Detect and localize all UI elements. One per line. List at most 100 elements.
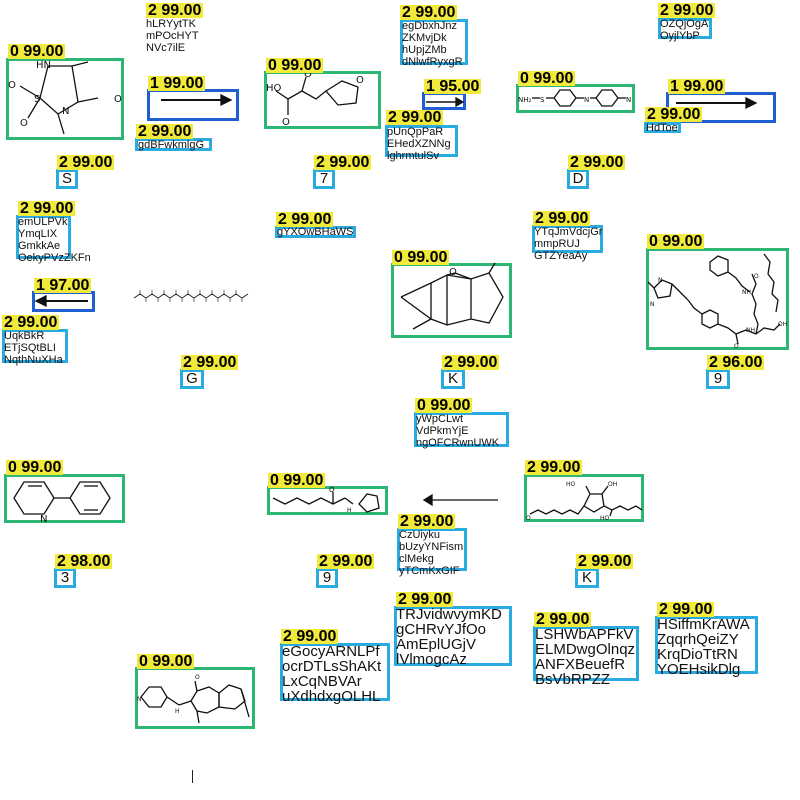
left-arrow-icon	[34, 294, 88, 308]
text-box[interactable]	[2, 329, 68, 363]
text-box[interactable]	[397, 528, 467, 571]
left-arrow-icon	[422, 493, 498, 507]
svg-text:O: O	[114, 94, 122, 105]
text-block: yWpCLwt VdPkmYjE ngOFCRwnUWK	[416, 413, 500, 449]
score-badge: 0 99.00	[8, 43, 66, 60]
text-box[interactable]	[655, 616, 758, 674]
score-badge: 1 99.00	[668, 78, 726, 95]
score-badge: 2 96.00	[707, 354, 765, 371]
molecule-structure-sulfonamide: HN O S O N O	[8, 60, 122, 135]
label-box[interactable]	[316, 568, 338, 588]
text-box[interactable]	[16, 215, 71, 259]
molecule-box-furan-acid[interactable]	[264, 71, 381, 129]
text-box[interactable]	[135, 138, 212, 151]
score-badge: 2 99.00	[136, 123, 194, 140]
score-badge: 2 99.00	[442, 354, 500, 371]
molecule-structure-prostaglandin: HO OH HO O	[526, 481, 643, 522]
score-badge: 2 99.00	[398, 513, 456, 530]
svg-text:NH₂: NH₂	[518, 96, 532, 104]
score-badge: 2 99.00	[525, 459, 583, 476]
text-box[interactable]	[400, 19, 468, 65]
svg-text:O: O	[195, 674, 200, 681]
text-box[interactable]	[275, 226, 356, 238]
text-block: CzUiyku bUzyYNFism clMekg yTCmKxGIF	[399, 529, 464, 577]
molecule-structure-cyclopentyl-ketone: H O	[272, 486, 380, 514]
text-block: YTqJmVdcjGr mmpRUJ GTZYeaAy	[534, 226, 603, 262]
text-box[interactable]	[644, 122, 681, 133]
svg-text:OH: OH	[608, 481, 617, 488]
score-badge: 2 98.00	[55, 553, 113, 570]
label-box[interactable]	[56, 169, 78, 189]
label-box[interactable]	[575, 568, 599, 588]
score-badge: 2 99.00	[281, 628, 339, 645]
svg-text:N: N	[62, 106, 69, 117]
molecule-structure-furan-acid: HO O O O	[266, 69, 364, 128]
svg-text:O: O	[329, 486, 335, 494]
score-badge: 2 99.00	[576, 553, 634, 570]
right-arrow-icon	[676, 96, 758, 110]
label-box[interactable]	[180, 369, 204, 389]
svg-text:O: O	[304, 69, 312, 80]
score-badge: 2 99.00	[533, 210, 591, 227]
label-box[interactable]	[441, 369, 465, 389]
right-arrow-icon	[161, 93, 233, 107]
molecule-box-sulfonamide[interactable]	[6, 58, 124, 140]
svg-text:OH: OH	[778, 321, 787, 328]
svg-text:N: N	[137, 696, 142, 703]
score-badge: 0 99.00	[392, 249, 450, 266]
molecule-box-prostaglandin[interactable]	[524, 474, 644, 522]
label-box[interactable]	[313, 169, 335, 189]
svg-text:O: O	[754, 273, 759, 280]
svg-text:N: N	[584, 96, 589, 104]
score-badge: 2 99.00	[314, 154, 372, 171]
text-cursor	[192, 770, 193, 783]
score-badge: 2 99.00	[146, 2, 204, 19]
score-badge: 2 99.00	[396, 591, 454, 608]
score-badge: 2 99.00	[276, 211, 334, 228]
svg-text:O: O	[20, 118, 28, 129]
text-block: egDbxhJnz ZKMvjDk hUpjZMb dNlwfRyxgR	[402, 20, 463, 68]
svg-text:H: H	[347, 507, 352, 514]
molecule-structure-tetralone: N H O	[137, 674, 250, 724]
label-box[interactable]	[567, 169, 589, 189]
text-block: emULPVk YmqLIX GmkkAe OekyPVzZKFn	[18, 216, 91, 264]
molecule-box-tetralone[interactable]	[135, 667, 255, 729]
score-badge: 1 95.00	[424, 78, 482, 95]
molecule-box-peptide[interactable]	[646, 248, 789, 350]
label-box[interactable]	[706, 369, 730, 389]
text-box[interactable]	[280, 643, 390, 701]
text-box[interactable]	[394, 606, 512, 666]
molecule-structure-polycyclic: O	[400, 262, 504, 330]
text-box[interactable]	[533, 626, 639, 681]
label-letter: 9	[713, 370, 723, 387]
text-block: hLRYytTK mPOcHYT NVc7ilE	[146, 18, 199, 54]
score-badge: 2 99.00	[568, 154, 626, 171]
score-badge: 2 99.00	[534, 611, 592, 628]
label-letter: 7	[319, 170, 329, 187]
score-badge: 0 99.00	[647, 233, 705, 250]
text-block: HSiffmKrAWA ZqqrhQeiZY KrqDioTtRN YOEHsi…	[657, 616, 750, 678]
score-badge: 2 99.00	[18, 200, 76, 217]
score-badge: 2 99.00	[645, 106, 703, 123]
text-box[interactable]	[385, 125, 458, 157]
label-letter: K	[447, 370, 458, 387]
text-box[interactable]	[532, 225, 603, 253]
svg-text:N: N	[40, 514, 47, 525]
molecule-box-cyclopentyl-ketone[interactable]	[267, 486, 388, 515]
label-letter: 9	[322, 569, 332, 586]
text-block: HdToe	[646, 122, 678, 134]
score-badge: 2 99.00	[386, 109, 444, 126]
label-letter: 3	[60, 569, 70, 586]
score-badge: 2 99.00	[658, 2, 716, 19]
svg-text:HO: HO	[600, 515, 610, 522]
text-box[interactable]	[414, 412, 509, 447]
score-badge: 0 99.00	[137, 653, 195, 670]
right-arrow-icon	[426, 96, 465, 108]
svg-text:N: N	[658, 277, 663, 284]
svg-text:N: N	[650, 301, 655, 308]
label-box[interactable]	[54, 568, 76, 588]
text-block: pUnQpPaR EHedXZNNg lghrmtulSv	[387, 126, 451, 162]
text-block: TRJvidwvymKD gCHRvYJfOo AmEplUGjV lVlmog…	[396, 606, 502, 668]
text-box[interactable]	[658, 18, 712, 39]
svg-text:O: O	[734, 343, 739, 350]
